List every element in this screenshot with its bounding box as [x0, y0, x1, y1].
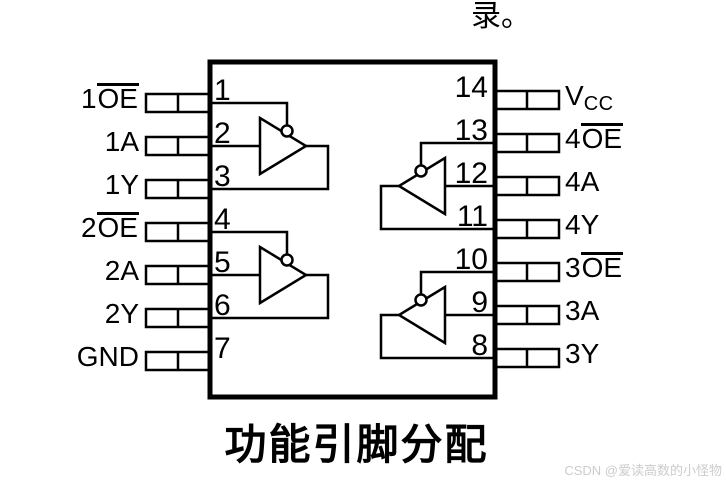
pin-label-prefix: 1: [80, 83, 97, 114]
pin-label-1a: 1A: [105, 128, 139, 156]
pin-label-prefix: 2: [80, 212, 97, 243]
pin-label-1oe: 1OE: [81, 85, 139, 113]
pin-label-prefix: 4Y: [565, 209, 600, 240]
pin-label-overline: OE: [97, 83, 138, 114]
pin-label-2y: 2Y: [105, 300, 139, 328]
pin-label-2a: 2A: [105, 257, 139, 285]
pin-number-8: 8: [471, 329, 488, 362]
pin-label-prefix: 1Y: [104, 169, 139, 200]
pin-number-5: 5: [214, 246, 231, 279]
pin-label-prefix: 3Y: [565, 338, 600, 369]
buffer-gate-3: [379, 270, 495, 360]
pin-label-gnd: GND: [77, 343, 139, 371]
pin-label-prefix: 2Y: [104, 298, 139, 329]
pin-number-6: 6: [214, 289, 231, 322]
pin-label-vcc: VCC: [565, 80, 614, 115]
pin-number-3: 3: [214, 160, 231, 193]
pin-number-1: 1: [214, 74, 231, 107]
trace-4oe: [419, 141, 495, 166]
trace-1oe: [210, 101, 289, 126]
pin-label-prefix: V: [565, 80, 584, 111]
buffer-gate-1: [210, 101, 330, 191]
pin-label-prefix: 3A: [565, 295, 600, 326]
pin-number-7: 7: [214, 332, 231, 365]
pin-label-prefix: GND: [76, 341, 139, 372]
pin-label-prefix: 3: [565, 252, 581, 283]
pin-label-4a: 4A: [565, 168, 599, 196]
trace-4y: [379, 184, 495, 231]
buffer-gate-2: [210, 230, 330, 320]
pin-number-9: 9: [471, 286, 488, 319]
pin-number-12: 12: [454, 157, 488, 190]
pin-number-2: 2: [214, 117, 231, 150]
pin-label-2oe: 2OE: [81, 214, 139, 242]
pin-label-overline: OE: [581, 252, 623, 283]
pin-label-3a: 3A: [565, 297, 599, 325]
buffer-3-bubble: [414, 293, 428, 307]
pin-label-1y: 1Y: [105, 171, 139, 199]
page-top-text: 录。: [471, 0, 531, 33]
trace-3oe: [419, 270, 495, 295]
pin-label-overline: OE: [581, 123, 623, 154]
buffer-4-bubble: [414, 164, 428, 178]
pin-number-4: 4: [214, 203, 231, 236]
pin-label-4y: 4Y: [565, 211, 599, 239]
diagram-caption: 功能引脚分配: [224, 423, 489, 469]
trace-1y: [210, 144, 330, 191]
trace-2y: [210, 273, 330, 320]
pin-label-4oe: 4OE: [565, 125, 623, 153]
pin-label-prefix: 4: [565, 123, 581, 154]
buffer-1-bubble: [280, 124, 294, 138]
pin-label-prefix: 2A: [104, 255, 139, 286]
pin-number-11: 11: [456, 200, 488, 233]
pin-label-subscript: CC: [583, 93, 614, 115]
pin-stubs-left: [144, 92, 212, 372]
pin-number-10: 10: [454, 243, 488, 276]
pin-label-3oe: 3OE: [565, 254, 623, 282]
pin-label-prefix: 4A: [565, 166, 600, 197]
buffer-2-bubble: [280, 253, 294, 267]
buffer-gate-4: [379, 141, 495, 231]
watermark: CSDN @爱读高数的小怪物: [564, 463, 722, 478]
trace-3y: [379, 313, 495, 360]
pin-label-prefix: 1A: [104, 126, 139, 157]
pin-number-13: 13: [454, 114, 488, 147]
trace-2oe: [210, 230, 289, 255]
pin-label-overline: OE: [97, 212, 138, 243]
pin-number-14: 14: [454, 71, 488, 104]
pin-stubs-right: [493, 89, 561, 369]
pin-label-3y: 3Y: [565, 340, 599, 368]
